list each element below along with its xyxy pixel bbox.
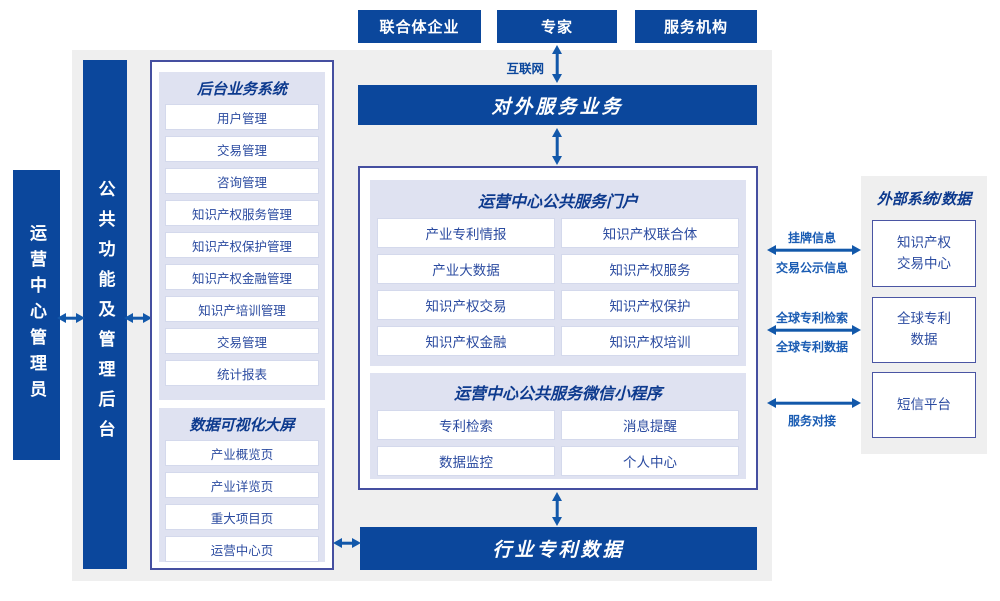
actor-label: 服务机构 bbox=[663, 19, 728, 36]
portal-item: 知识产权保护 bbox=[561, 290, 739, 320]
external-service-label: 对外服务业务 bbox=[491, 96, 624, 118]
external-system-global-patent-data: 全球专利 数据 bbox=[872, 297, 976, 363]
industry-patent-data-label: 行业专利数据 bbox=[492, 540, 625, 561]
data-visualization-items: 产业概览页 产业详览页 重大项目页 运营中心页 bbox=[159, 440, 325, 562]
backend-business-panel: 后台业务系统 用户管理 交易管理 咨询管理 知识产权服务管理 知识产权保护管理 … bbox=[159, 72, 325, 400]
portal-to-industry-double-arrow bbox=[551, 492, 563, 526]
trade-publicity-label: 交易公示信息 bbox=[775, 261, 848, 275]
miniprogram-item: 数据监控 bbox=[377, 446, 555, 476]
listing-info-label: 挂牌信息 bbox=[787, 231, 836, 245]
actor-box-expert: 专家 bbox=[497, 10, 617, 43]
screen-item: 产业概览页 bbox=[165, 440, 319, 466]
portal-items: 产业专利情报 知识产权联合体 产业大数据 知识产权服务 知识产权交易 知识产权保… bbox=[370, 218, 746, 356]
portal-item: 知识产权服务 bbox=[561, 254, 739, 284]
global-patent-double-arrow bbox=[767, 324, 861, 336]
admin-to-backend-double-arrow bbox=[57, 312, 85, 324]
public-functions-backend-bar: 公共功能及管理后台 bbox=[83, 60, 127, 569]
central-portal-box: 运营中心公共服务门户 产业专利情报 知识产权联合体 产业大数据 知识产权服务 知… bbox=[358, 166, 758, 490]
operations-admin-label: 运营中心管理员 bbox=[27, 224, 46, 406]
internet-label: 互联网 bbox=[506, 62, 544, 76]
portal-item: 产业专利情报 bbox=[377, 218, 555, 248]
internet-double-arrow bbox=[551, 45, 563, 83]
sms-service-double-arrow bbox=[767, 397, 861, 409]
operations-admin-bar: 运营中心管理员 bbox=[13, 170, 60, 460]
ip-trading-double-arrow bbox=[767, 244, 861, 256]
data-visualization-panel: 数据可视化大屏 产业概览页 产业详览页 重大项目页 运营中心页 bbox=[159, 408, 325, 562]
portal-item: 产业大数据 bbox=[377, 254, 555, 284]
backend-system-box: 后台业务系统 用户管理 交易管理 咨询管理 知识产权服务管理 知识产权保护管理 … bbox=[150, 60, 334, 570]
screen-item: 重大项目页 bbox=[165, 504, 319, 530]
actor-box-service-organization: 服务机构 bbox=[635, 10, 757, 43]
portal-item: 知识产权金融 bbox=[377, 326, 555, 356]
service-to-portal-double-arrow bbox=[551, 128, 563, 165]
backend-item: 知识产权服务管理 bbox=[165, 200, 319, 226]
data-visualization-title: 数据可视化大屏 bbox=[189, 417, 295, 434]
miniprogram-items: 专利检索 消息提醒 数据监控 个人中心 bbox=[370, 410, 746, 476]
wechat-miniprogram-panel: 运营中心公共服务微信小程序 专利检索 消息提醒 数据监控 个人中心 bbox=[370, 373, 746, 479]
backend-item: 知识产权保护管理 bbox=[165, 232, 319, 258]
portal-item: 知识产权联合体 bbox=[561, 218, 739, 248]
backend-item: 交易管理 bbox=[165, 328, 319, 354]
external-system-sms-platform: 短信平台 bbox=[872, 372, 976, 438]
backend-to-system-double-arrow bbox=[124, 312, 152, 324]
backend-item: 用户管理 bbox=[165, 104, 319, 130]
public-functions-backend-label: 公共功能及管理后台 bbox=[95, 179, 115, 450]
screen-to-industry-double-arrow bbox=[333, 537, 361, 549]
backend-item: 知识产培训管理 bbox=[165, 296, 319, 322]
portal-item: 知识产权培训 bbox=[561, 326, 739, 356]
backend-item: 统计报表 bbox=[165, 360, 319, 386]
backend-item: 咨询管理 bbox=[165, 168, 319, 194]
wechat-miniprogram-title: 运营中心公共服务微信小程序 bbox=[453, 386, 662, 403]
backend-business-title: 后台业务系统 bbox=[196, 81, 287, 98]
actor-label: 联合体企业 bbox=[379, 19, 460, 36]
public-service-portal-title: 运营中心公共服务门户 bbox=[477, 194, 638, 211]
service-integration-label: 服务对接 bbox=[787, 414, 836, 428]
portal-item: 知识产权交易 bbox=[377, 290, 555, 320]
global-patent-data-label: 全球专利数据 bbox=[775, 340, 848, 354]
backend-business-items: 用户管理 交易管理 咨询管理 知识产权服务管理 知识产权保护管理 知识产权金融管… bbox=[159, 104, 325, 386]
actor-label: 专家 bbox=[540, 19, 573, 36]
backend-item: 交易管理 bbox=[165, 136, 319, 162]
external-service-bar: 对外服务业务 bbox=[358, 85, 757, 125]
miniprogram-item: 专利检索 bbox=[377, 410, 555, 440]
miniprogram-item: 个人中心 bbox=[561, 446, 739, 476]
screen-item: 产业详览页 bbox=[165, 472, 319, 498]
external-systems-title: 外部系统/数据 bbox=[876, 191, 972, 208]
screen-item: 运营中心页 bbox=[165, 536, 319, 562]
global-patent-search-label: 全球专利检索 bbox=[775, 311, 848, 325]
industry-patent-data-bar: 行业专利数据 bbox=[360, 527, 757, 570]
backend-item: 知识产权金融管理 bbox=[165, 264, 319, 290]
miniprogram-item: 消息提醒 bbox=[561, 410, 739, 440]
public-service-portal-panel: 运营中心公共服务门户 产业专利情报 知识产权联合体 产业大数据 知识产权服务 知… bbox=[370, 180, 746, 366]
external-system-ip-trading-center: 知识产权 交易中心 bbox=[872, 220, 976, 287]
actor-box-consortium-enterprise: 联合体企业 bbox=[358, 10, 481, 43]
